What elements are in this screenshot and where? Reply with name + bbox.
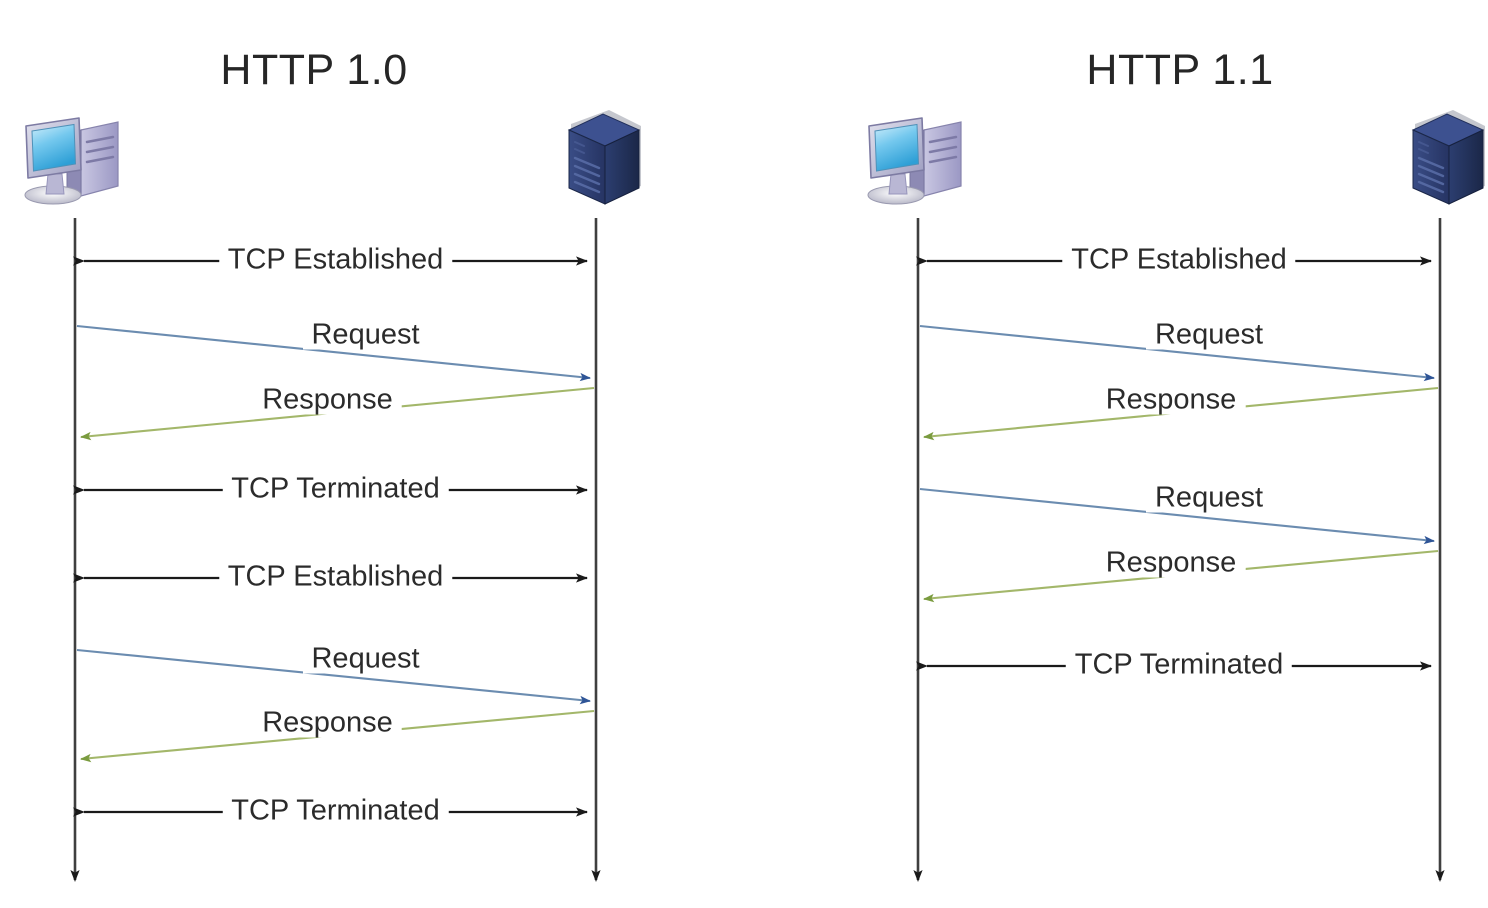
- edge-label-request-1: Request: [302, 320, 429, 350]
- tower-slot-2: [85, 155, 115, 164]
- tower-slot-2: [928, 155, 958, 164]
- server-icon: [1411, 110, 1485, 205]
- edge-label-request-1: Request: [1145, 320, 1273, 350]
- panel-title-http11: HTTP 1.1: [1086, 46, 1274, 94]
- server-led-0: [1418, 141, 1429, 147]
- request-arrow-3: [919, 487, 1435, 545]
- monitor-stand: [888, 173, 908, 195]
- server-led-1: [574, 148, 585, 154]
- server-vent-2: [1417, 172, 1445, 186]
- server-vent-3: [1417, 180, 1445, 194]
- tower-slot-1: [928, 145, 958, 154]
- request-arrow-1: [76, 324, 591, 382]
- tower-slot-1: [85, 145, 115, 154]
- server-vent-1: [573, 164, 601, 178]
- server-vent-0: [573, 156, 601, 170]
- edge-label-control-3: TCP Terminated: [222, 474, 449, 504]
- server-side: [1448, 129, 1484, 205]
- edge-label-request-3: Request: [1145, 483, 1273, 513]
- edge-label-response-2: Response: [253, 385, 402, 415]
- edge-label-request-5: Request: [302, 644, 429, 674]
- edge-label-control-7: TCP Terminated: [222, 796, 449, 826]
- tower-slot-0: [928, 135, 958, 144]
- computer-icon: [24, 117, 119, 205]
- server-vent-1: [1417, 164, 1445, 178]
- monitor-stand: [45, 173, 65, 195]
- monitor-screen: [31, 123, 77, 172]
- server-icon: [567, 110, 641, 205]
- request-arrow-5: [76, 648, 591, 705]
- server-led-0: [574, 141, 585, 147]
- edge-label-control-5: TCP Terminated: [1065, 650, 1293, 680]
- server-side: [604, 129, 640, 205]
- panel-http11: [867, 110, 1485, 882]
- edge-label-response-6: Response: [253, 708, 402, 738]
- request-arrow-1: [919, 324, 1435, 382]
- tower-slot-0: [85, 135, 115, 144]
- computer-icon: [867, 117, 962, 205]
- edge-label-control-0: TCP Established: [218, 245, 453, 275]
- edge-label-control-4: TCP Established: [218, 562, 453, 592]
- monitor-screen: [874, 123, 920, 172]
- panel-http10: [24, 110, 641, 882]
- server-vent-3: [573, 180, 601, 194]
- server-led-1: [1418, 148, 1429, 154]
- server-vent-2: [573, 172, 601, 186]
- edge-label-response-4: Response: [1096, 548, 1246, 578]
- edge-label-response-2: Response: [1096, 385, 1246, 415]
- edge-label-control-0: TCP Established: [1062, 245, 1296, 275]
- server-vent-0: [1417, 156, 1445, 170]
- panel-title-http10: HTTP 1.0: [220, 46, 408, 94]
